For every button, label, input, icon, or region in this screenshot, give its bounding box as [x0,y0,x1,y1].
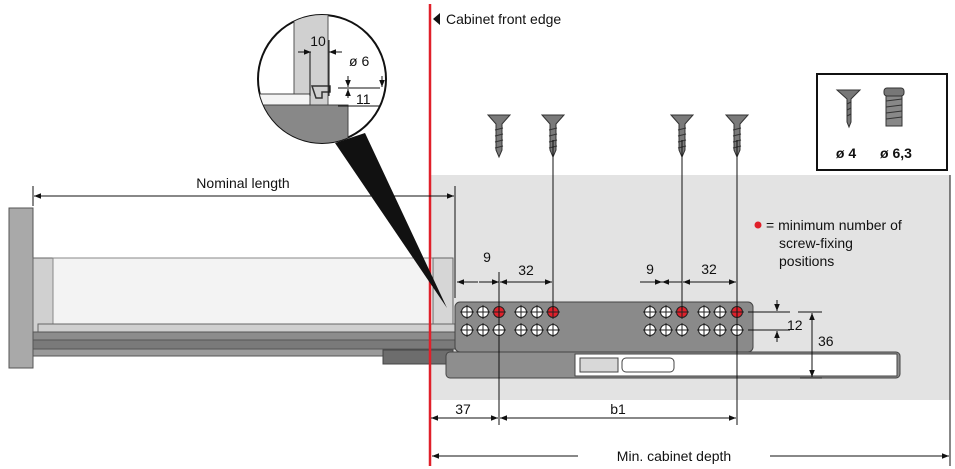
detail-dim-10: 10 [310,33,326,49]
screw-thread [548,133,558,137]
detail-dim-phi6: ø 6 [349,53,369,69]
screw-thread [732,133,742,137]
cabinet-front-edge-label: Cabinet front edge [446,11,561,27]
screw-hole-crosshair [697,305,711,319]
drawer-bottom [37,323,465,333]
dim-left-9: 9 [483,249,491,265]
screw-thread [494,133,504,137]
screw-thread [494,145,504,149]
nominal-length-label: Nominal length [196,175,289,191]
screw-thread [677,133,687,137]
dim-right-9: 9 [646,261,654,277]
runner-clip [579,357,619,373]
runner-lower [32,331,468,341]
runner-tail [382,349,454,365]
screw-hole-crosshair [713,305,727,319]
runner-lower-3 [32,348,384,357]
screw-hole-crosshair [476,305,490,319]
legend-line-3: positions [779,253,834,269]
wood-screw-icon [540,114,566,159]
screw-hole-crosshair [514,323,528,337]
screw-hole-crosshair [659,323,673,337]
screw-hole-pattern [460,305,744,337]
dim-left-32: 32 [518,262,534,278]
legend-line-1: = minimum number of [766,217,902,233]
screw-hole-crosshair [530,323,544,337]
screw-thread [548,127,558,131]
dim-height-36: 36 [818,333,834,349]
screw-hole-crosshair [514,305,528,319]
legend-required-hole-icon [754,221,762,229]
screw-hole-crosshair [697,323,711,337]
screw-size-large: ø 6,3 [880,145,912,161]
drawer-front-panel [8,207,34,369]
screw-icons [486,114,750,159]
screw-hole-crosshair [530,305,544,319]
screw-thread [732,127,742,131]
dim-b1: b1 [610,401,626,417]
drawer-side-wall [32,257,54,334]
front-edge-marker-icon [433,13,440,25]
screw-hole-crosshair [643,323,657,337]
screw-hole-crosshair [643,305,657,319]
screw-hole-crosshair [476,323,490,337]
screw-size-small: ø 4 [836,145,856,161]
screw-types-box: ø 4 ø 6,3 [816,73,948,171]
countersunk-screw-icon [835,89,862,129]
runner-lower-2 [32,339,468,350]
detail-callout: 10 ø 6 11 [257,14,447,308]
wood-screw-icon [724,114,750,159]
dim-right-32: 32 [701,261,717,277]
screw-hole-crosshair [460,323,474,337]
dim-offset-37: 37 [455,401,471,417]
wood-screw-icon [486,114,512,159]
euro-screw-icon [883,87,905,127]
screw-hole-crosshair [659,305,673,319]
detail-dim-11: 11 [356,91,371,107]
screw-hole-crosshair [546,323,560,337]
dim-hole-spacing-12: 12 [787,317,803,333]
screw-thread [677,127,687,131]
legend-line-2: screw-fixing [779,235,853,251]
cabinet-runner [445,301,901,379]
screw-hole-crosshair [713,323,727,337]
screw-thread [494,139,504,143]
drawer-inner [52,257,434,325]
runner-slot [621,357,675,373]
screw-thread [494,127,504,131]
min-cabinet-depth-label: Min. cabinet depth [617,448,731,464]
screw-hole-crosshair [675,323,689,337]
wood-screw-icon [669,114,695,159]
screw-hole-crosshair [460,305,474,319]
callout-pointer [335,133,447,308]
